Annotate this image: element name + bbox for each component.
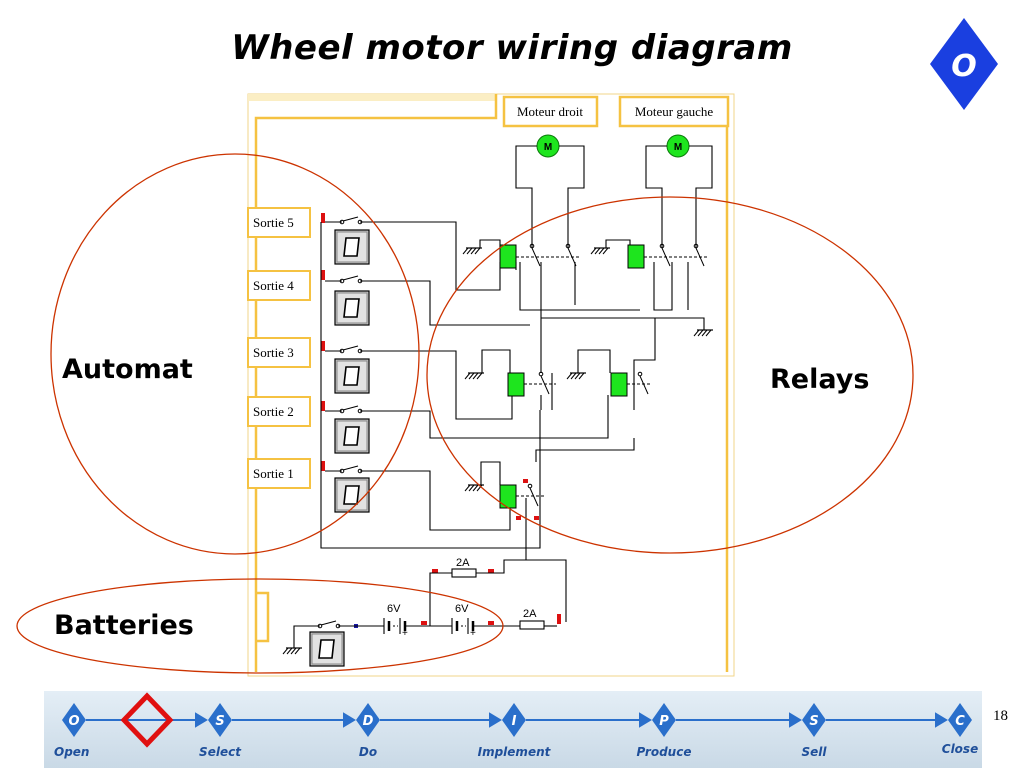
relay-contacts <box>516 243 708 507</box>
motor-left-label: Moteur gauche <box>635 104 714 119</box>
nav-arrowhead <box>639 712 652 728</box>
nav-step-close[interactable]: C Close <box>942 703 978 756</box>
output-label-3: Sortie 3 <box>253 345 294 360</box>
nav-step-select[interactable]: S Select <box>199 703 242 759</box>
nav-step-letter: S <box>215 714 224 729</box>
nav-arrowhead <box>935 712 948 728</box>
automat-label: Automat <box>62 354 193 385</box>
battery-circuit <box>293 559 557 648</box>
logo-diamond: O <box>930 18 998 110</box>
wires <box>320 145 713 622</box>
panel-frame <box>247 93 735 677</box>
nav-step-produce[interactable]: P Produce <box>637 703 692 759</box>
batteries-region <box>16 578 504 674</box>
nav-step-label: Produce <box>637 745 692 759</box>
automat-region <box>50 153 420 555</box>
nav-step-diamond-icon <box>62 703 86 737</box>
nav-step-label: Sell <box>801 745 827 759</box>
nav-step-label: Open <box>54 745 89 759</box>
page-title: Wheel motor wiring diagram <box>231 28 793 68</box>
nav-step-diamond-icon <box>948 703 972 737</box>
logo-letter: O <box>951 49 977 84</box>
wiring-diagram: Moteur droit Moteur gauche M M Sortie 5 … <box>16 93 914 677</box>
motor-left-box <box>618 95 730 128</box>
battery-switch-button <box>309 631 345 667</box>
output-label-5: Sortie 5 <box>253 215 294 230</box>
nav-step-label: Close <box>942 742 978 756</box>
output-label-1: Sortie 1 <box>253 466 294 481</box>
relays <box>499 244 645 509</box>
output-button-2 <box>334 418 370 454</box>
battery-2-plus: + <box>470 628 476 639</box>
nav-step-diamond-icon <box>802 703 826 737</box>
relays-region <box>426 196 914 554</box>
nav-step-letter: I <box>512 714 517 729</box>
nav-step-diamond-icon <box>356 703 380 737</box>
fuse-top-label: 2A <box>456 557 470 569</box>
motor-right-symbol: M <box>544 142 552 153</box>
nav-step-label: Do <box>359 745 377 759</box>
motor-left-symbol: M <box>674 142 682 153</box>
output-label-2: Sortie 2 <box>253 404 294 419</box>
nav-step-label: Select <box>199 745 242 759</box>
nav-step-implement[interactable]: I Implement <box>478 703 552 759</box>
output-tabs: Sortie 5 Sortie 4 Sortie 3 Sortie 2 Sort… <box>247 207 311 489</box>
process-steps: O Open S Select D Do I Implement P Produce S Sell CC… <box>54 692 978 759</box>
nav-step-do[interactable]: D Do <box>356 703 380 759</box>
nav-step-letter: S <box>809 714 818 729</box>
motor-right-box <box>502 95 599 128</box>
nav-step-label: Implement <box>478 745 552 759</box>
output-button-1 <box>334 477 370 513</box>
nav-step-open[interactable]: O Open <box>54 703 89 759</box>
page-number: 18 <box>993 708 1008 724</box>
output-label-4: Sortie 4 <box>253 278 294 293</box>
nav-arrowhead <box>489 712 502 728</box>
terminals <box>321 213 561 625</box>
nav-step-diamond-icon <box>208 703 232 737</box>
nav-current-position-icon <box>120 692 174 748</box>
nav-step-letter: O <box>68 714 79 729</box>
nav-arrowhead <box>195 712 208 728</box>
output-button-4 <box>334 290 370 326</box>
nav-step-diamond-icon <box>652 703 676 737</box>
nav-step-letter: C <box>955 714 965 729</box>
frame-bus <box>254 94 729 672</box>
battery-1-label: 6V <box>387 603 401 615</box>
output-button-5 <box>334 229 370 265</box>
nav-step-letter: D <box>363 714 374 729</box>
motor-left-icon: M <box>666 134 690 158</box>
nav-step-diamond-icon <box>502 703 526 737</box>
nav-arrowhead <box>789 712 802 728</box>
motor-right-label: Moteur droit <box>517 104 583 119</box>
relays-label: Relays <box>770 364 869 395</box>
nav-arrowhead <box>343 712 356 728</box>
output-button-3 <box>334 358 370 394</box>
nav-step-letter: P <box>659 714 669 729</box>
battery-2-label: 6V <box>455 603 469 615</box>
nav-step-sell[interactable]: S Sell <box>801 703 827 759</box>
battery-1-plus: + <box>402 628 408 639</box>
motor-right-icon: M <box>536 134 560 158</box>
batteries-label: Batteries <box>54 610 194 641</box>
fuse-right-label: 2A <box>523 608 537 620</box>
